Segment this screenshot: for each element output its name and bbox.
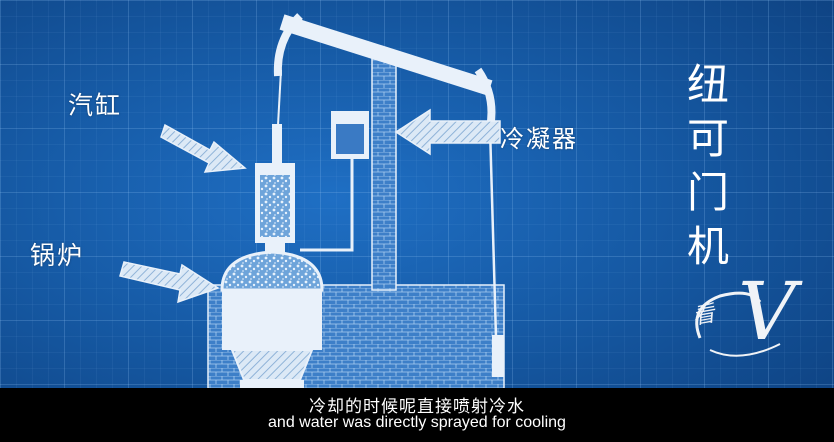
cylinder-steam (260, 175, 290, 237)
cold-water-pipe (300, 158, 354, 252)
subtitle-bar (0, 388, 834, 442)
arrow-to-condenser (394, 108, 501, 156)
boiler-base (230, 349, 314, 381)
beam-arch-right (474, 67, 496, 129)
newcomen-engine-title: 纽可门机 (686, 60, 729, 271)
boiler-label: 锅炉 (30, 241, 85, 270)
pump-rod (488, 127, 499, 373)
channel-logo: 看 V (680, 268, 820, 368)
beam-arch-left (273, 13, 303, 77)
arrow-to-boiler (119, 261, 220, 304)
beam-support-pillar (371, 54, 397, 291)
subtitle-english: and water was directly sprayed for cooli… (268, 414, 566, 431)
boiler-body (222, 290, 322, 350)
pump-plunger (492, 335, 504, 377)
walking-beam (279, 14, 493, 96)
boiler-dome (220, 250, 324, 292)
cylinder-label: 汽缸 (68, 91, 123, 120)
logo-v-mark: V (738, 265, 796, 358)
logo-ring (695, 291, 781, 357)
subtitle-chinese: 冷却的时候呢直接喷射冷水 (309, 397, 525, 417)
piston-chain (277, 69, 282, 126)
piston-rod (272, 124, 282, 164)
condenser-label: 冷凝器 (500, 125, 578, 153)
arrow-to-cylinder (160, 123, 247, 173)
